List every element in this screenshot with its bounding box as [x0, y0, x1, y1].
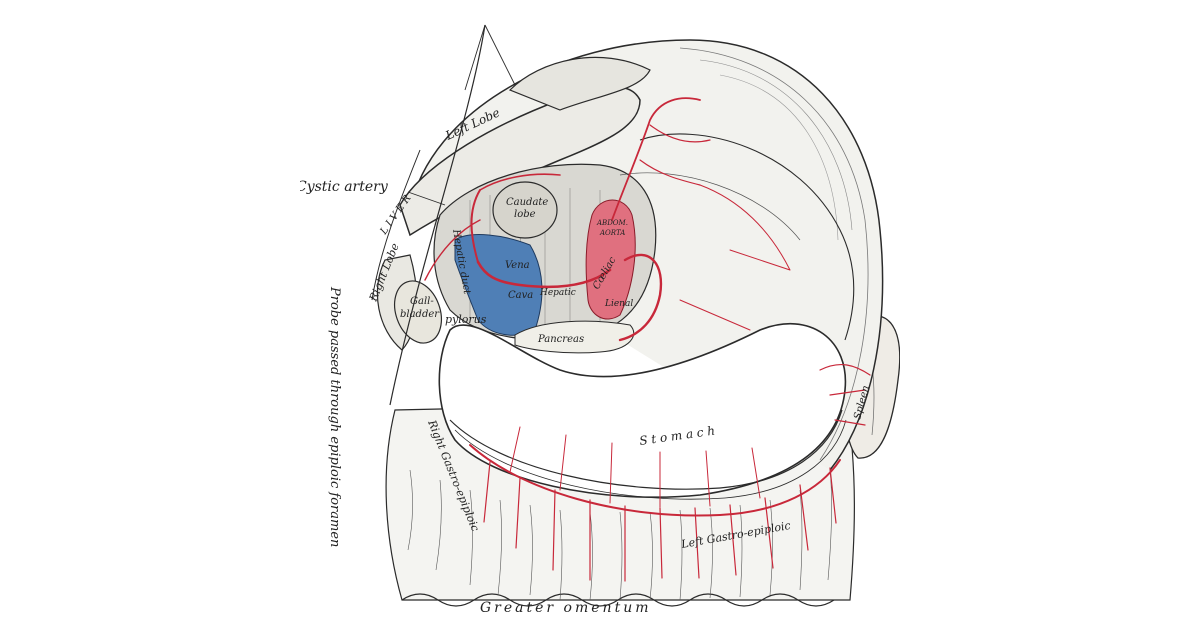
label-pylorus: pylorus	[445, 313, 487, 326]
caudate-lobe	[492, 181, 558, 239]
label-caudate-2: lobe	[514, 209, 536, 220]
label-gall-1: Gall-	[410, 296, 434, 307]
label-cystic-artery: Cystic artery	[300, 179, 389, 195]
label-probe: Probe passed through epiploic foramen	[327, 286, 342, 547]
stomach	[438, 133, 855, 500]
probe	[389, 24, 486, 406]
label-gall-2: bladder	[400, 309, 440, 320]
pancreas	[514, 320, 635, 354]
label-aorta-2: AORTA	[599, 229, 625, 237]
label-caudate-1: Caudate	[506, 197, 548, 208]
label-lienal: Lienal	[604, 299, 633, 309]
label-greater-omentum: Greater omentum	[480, 600, 652, 616]
gall-bladder	[394, 280, 442, 344]
label-pancreas: Pancreas	[537, 334, 584, 345]
label-aorta-1: ABDOM.	[596, 219, 628, 227]
label-vena-2: Cava	[508, 290, 533, 301]
label-vena-1: Vena	[505, 260, 530, 271]
arteries	[424, 97, 871, 582]
probe-leader-lines	[464, 24, 516, 91]
label-hepatic: Hepatic	[539, 288, 576, 298]
cystic-artery-leader	[407, 191, 446, 206]
abdominal-aorta	[585, 199, 636, 320]
anatomical-illustration: Cystic artery Left Lobe L I V E R Right …	[300, 24, 900, 616]
